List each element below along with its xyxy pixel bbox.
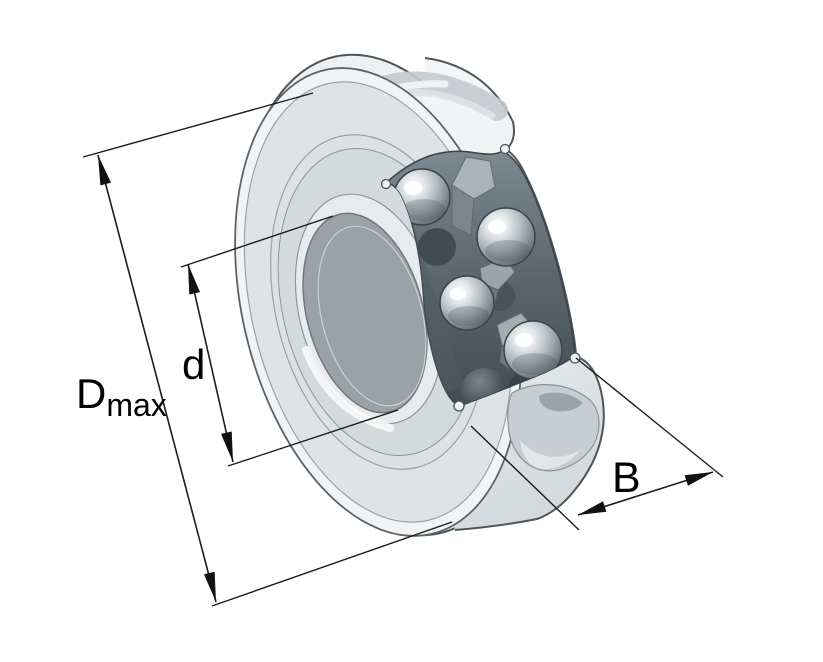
dmax-extension-top [82,92,314,158]
dimension-dmax: Dmax [76,92,453,607]
cut-face-groove [507,384,600,472]
label-dmax-main: D [76,370,106,417]
label-b: B [612,454,641,502]
notch-top-left [380,178,392,190]
balls [393,168,563,380]
cage-pocket-shadow-1 [418,228,456,266]
ball-2 [476,207,536,267]
dmax-arrow-bottom [204,571,216,602]
d-extension-top [180,215,334,268]
bore-back-edge [317,225,427,407]
dimension-b: B [470,357,724,531]
b-extension-left [470,425,580,531]
notch-bottom-right [569,352,581,364]
seal-highlight-crescent [302,346,394,432]
cage-bar [451,184,475,236]
b-extension-right [575,357,724,478]
ball-4 [503,320,563,380]
groove-dip-shadow [539,392,583,412]
d-dimension-line [187,263,234,463]
label-dmax-subscript: max [106,387,166,423]
d-arrow-top [188,264,200,295]
dmax-arrow-top [98,155,111,186]
seal-notches [380,143,581,412]
outer-ring-back-outline [424,57,605,531]
notch-bottom-left [453,400,465,412]
dimension-d: d [180,215,399,467]
bearing-illustration [234,53,605,537]
b-arrow-left [578,501,607,515]
b-arrow-right [684,472,713,486]
d-arrow-bottom [221,431,233,462]
ball-3 [439,275,495,331]
label-d: d [182,341,205,388]
groove-lower-light [520,440,580,470]
label-dmax: Dmax [76,370,167,423]
dmax-dimension-line [97,154,217,603]
notch-top-right [499,143,511,155]
d-extension-bottom [227,409,399,467]
dmax-extension-bottom [211,521,453,607]
ball-1 [393,168,451,226]
